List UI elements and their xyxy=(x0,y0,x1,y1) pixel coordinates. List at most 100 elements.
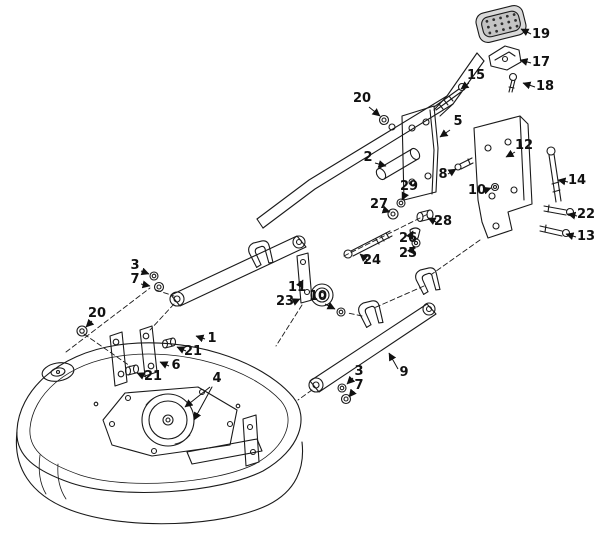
callout-6-27: 6 xyxy=(171,358,180,373)
spacer-21-a xyxy=(161,337,177,349)
callout-leader-1-25 xyxy=(195,334,206,343)
callout-leader-20-24 xyxy=(85,318,95,328)
callout-leader-3-19 xyxy=(140,267,150,276)
bolt-24 xyxy=(343,230,393,259)
callout-leader-21-26 xyxy=(176,346,187,354)
callout-leader-10-9 xyxy=(482,186,492,195)
callout-leader-24-18 xyxy=(359,253,369,262)
assembly-dashed-lines xyxy=(65,213,481,401)
callout-20-24: 20 xyxy=(88,306,106,321)
bolt-13 xyxy=(539,224,571,238)
nut-3-left xyxy=(149,271,159,281)
spacer-21-b xyxy=(124,364,140,376)
callout-leader-23-22 xyxy=(290,298,301,306)
callout-2-6: 2 xyxy=(363,150,372,165)
callout-leader-2-6 xyxy=(374,160,387,168)
tube-2 xyxy=(375,147,421,181)
callout-leader-10-23 xyxy=(324,302,336,310)
callout-leader-18-2 xyxy=(522,81,536,90)
deck-hanger-brackets xyxy=(109,325,177,387)
hardware-cluster xyxy=(343,198,434,259)
spindle-plate xyxy=(102,386,238,457)
callout-15-3: 15 xyxy=(467,68,485,83)
callout-leader-4-29 xyxy=(184,386,211,408)
nut-20-upper xyxy=(378,114,390,126)
callout-leader-5-5 xyxy=(439,129,451,138)
callout-leader-22-11 xyxy=(567,211,578,220)
callout-3-19: 3 xyxy=(130,258,139,273)
spindle-pulley-4 xyxy=(141,393,195,447)
callout-leader-20-4 xyxy=(368,106,381,117)
idler-pulley-23 xyxy=(310,283,334,307)
callout-10-9: 10 xyxy=(468,183,486,198)
callout-leader-7-31 xyxy=(348,388,357,398)
callout-11-21: 11 xyxy=(288,280,306,295)
callout-leader-12-7 xyxy=(505,149,516,158)
deck-opening xyxy=(186,438,263,465)
callout-8-8: 8 xyxy=(438,167,447,182)
callout-25-17: 25 xyxy=(399,246,417,261)
foot-pedal xyxy=(475,4,527,44)
callout-layer: 1917181520521281014221329272826252437112… xyxy=(85,27,595,408)
washer-10-mid xyxy=(336,307,346,317)
callout-leader-28-15 xyxy=(427,217,437,225)
bolt-18 xyxy=(508,72,518,82)
callout-22-11: 22 xyxy=(577,207,595,222)
callout-19-0: 19 xyxy=(532,27,550,42)
callout-21-26: 21 xyxy=(184,344,202,359)
callout-20-4: 20 xyxy=(353,91,371,106)
callout-leader-7-20 xyxy=(140,280,151,289)
callout-12-7: 12 xyxy=(515,138,533,153)
callout-4-second-leader xyxy=(193,386,213,421)
callout-leader-17-1 xyxy=(519,58,532,66)
bolt-15 xyxy=(433,82,467,111)
nut-20-left xyxy=(76,325,88,337)
nut-3-right xyxy=(337,383,347,393)
callout-leader-15-3 xyxy=(460,81,470,90)
mower-deck xyxy=(15,342,304,525)
callout-leader-19-0 xyxy=(520,28,532,36)
washer-7-left xyxy=(153,281,165,293)
rear-lift-arm xyxy=(308,302,437,405)
callout-24-18: 24 xyxy=(363,253,381,268)
deck-upright-bracket xyxy=(242,414,260,467)
front-lift-arm xyxy=(169,235,307,307)
bolt-8 xyxy=(454,157,474,171)
bolt-14 xyxy=(546,146,562,203)
callout-leader-3-30 xyxy=(346,375,356,385)
callout-7-20: 7 xyxy=(130,272,139,287)
callout-5-5: 5 xyxy=(453,114,462,129)
callout-4-29: 4 xyxy=(212,371,221,386)
deck-cap xyxy=(41,362,75,382)
callout-14-10: 14 xyxy=(568,173,586,188)
callout-leader-14-10 xyxy=(557,177,569,186)
callout-23-22: 23 xyxy=(276,294,294,309)
diagram-artwork xyxy=(15,4,575,525)
rail-bracket xyxy=(375,82,474,201)
callout-leader-25-17 xyxy=(407,245,415,255)
left-hardware xyxy=(76,271,165,337)
callout-leader-26-16 xyxy=(406,230,414,240)
callout-21-28: 21 xyxy=(144,369,162,384)
callout-leader-27-14 xyxy=(381,205,391,214)
callout-29-13: 29 xyxy=(400,179,418,194)
callout-3-30: 3 xyxy=(354,364,363,379)
side-bracket xyxy=(473,115,575,239)
washer-25 xyxy=(411,238,421,248)
callout-28-15: 28 xyxy=(434,214,452,229)
callout-7-31: 7 xyxy=(354,378,363,393)
pedal-grip-dots xyxy=(485,13,519,35)
callout-13-12: 13 xyxy=(577,229,595,244)
callout-17-1: 17 xyxy=(532,55,550,70)
callout-18-2: 18 xyxy=(536,79,554,94)
callout-leader-8-8 xyxy=(447,168,457,177)
callout-10-23: 10 xyxy=(309,289,327,304)
callout-leader-29-13 xyxy=(401,191,409,201)
callout-leader-21-28 xyxy=(136,372,147,380)
washer-29 xyxy=(396,198,406,208)
callout-leader-13-12 xyxy=(565,232,577,240)
washer-27 xyxy=(387,208,399,220)
callout-1-25: 1 xyxy=(207,331,216,346)
